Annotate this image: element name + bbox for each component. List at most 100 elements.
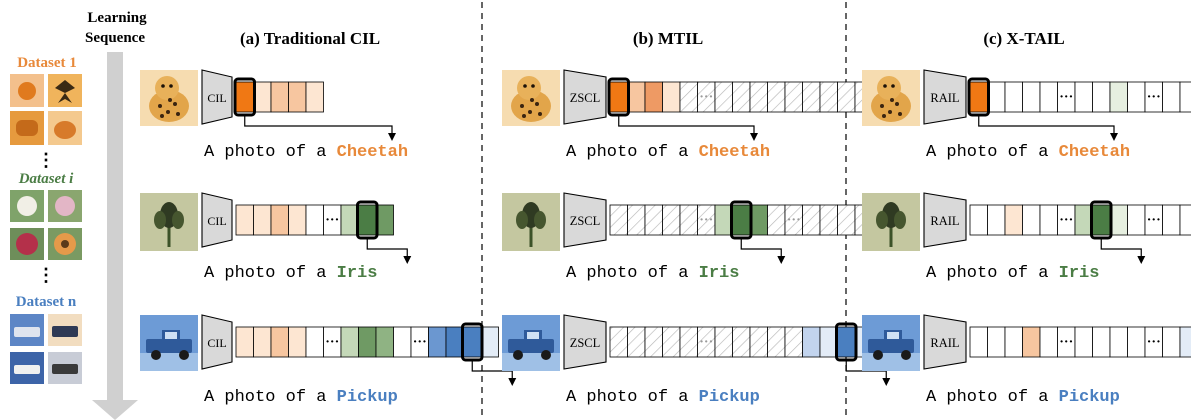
prototype-cell (288, 326, 307, 358)
sequence-title-line2: Sequence (85, 30, 145, 46)
feature-strip-p1-r1 (233, 77, 324, 117)
prototype-cell (767, 81, 786, 113)
prototype-cell (288, 204, 307, 236)
prototype-cell (662, 204, 681, 236)
dataset-ellipsis-2: ⋮ (37, 265, 55, 285)
dataset-1-thumbnails (10, 74, 82, 145)
photo-cheetah-p3 (862, 70, 920, 126)
class-name: Pickup (1059, 388, 1120, 407)
photo-cheetah-p1 (140, 70, 198, 126)
panel-a-title: (a) Traditional CIL (240, 29, 380, 48)
ellipsis-cell: ··· (1147, 90, 1161, 105)
prototype-cell (253, 204, 272, 236)
prototype-cell (375, 204, 394, 236)
panel-b-title: (b) MTIL (633, 29, 703, 48)
prototype-cell (679, 81, 698, 113)
caption-prefix: A photo of a (926, 388, 1059, 407)
caption-pickup: A photo of a Pickup (566, 388, 760, 407)
encoder-label: ZSCL (570, 214, 601, 228)
ellipsis-cell: ··· (1059, 335, 1073, 350)
prototype-cell (358, 204, 377, 236)
caption-prefix: A photo of a (926, 143, 1059, 162)
routing-arrow (1100, 238, 1146, 264)
prototype-cell (969, 204, 988, 236)
photo-cheetah-p2 (502, 70, 560, 126)
prototype-cell (235, 326, 254, 358)
prototype-cell (393, 326, 412, 358)
class-name: Iris (1059, 264, 1100, 283)
prototype-cell (819, 81, 838, 113)
ellipsis-cell: ··· (699, 335, 713, 350)
prototype-cell (1179, 204, 1191, 236)
class-name: Cheetah (337, 143, 408, 162)
prototype-cell (987, 204, 1006, 236)
encoder-label: RAIL (930, 336, 959, 350)
feature-strip-p2-r3: ··· (609, 322, 873, 362)
prototype-cell (662, 81, 681, 113)
prototype-cell (732, 326, 751, 358)
prototype-cell (837, 326, 856, 358)
prototype-cell (270, 204, 289, 236)
ellipsis-cell: ··· (325, 335, 339, 350)
prototype-cell (1074, 204, 1093, 236)
prototype-cell (235, 204, 254, 236)
encoder-zscl-r1 (563, 69, 607, 125)
prototype-cell (627, 204, 646, 236)
caption-cheetah: A photo of a Cheetah (926, 143, 1130, 162)
sequence-title-line1: Learning (87, 10, 147, 26)
ellipsis-cell: ··· (699, 90, 713, 105)
ellipsis-cell: ··· (413, 335, 427, 350)
prototype-cell (1074, 81, 1093, 113)
class-name: Cheetah (1059, 143, 1130, 162)
prototype-cell (1092, 204, 1111, 236)
feature-strip-p2-r1: ··· (607, 77, 873, 117)
photo-pickup-p3 (862, 315, 920, 371)
prototype-cell (1039, 326, 1058, 358)
panel-c-title: (c) X-TAIL (983, 29, 1064, 48)
prototype-cell (1004, 81, 1023, 113)
prototype-cell (1109, 81, 1128, 113)
prototype-cell (1039, 204, 1058, 236)
prototype-cell (969, 81, 988, 113)
caption-prefix: A photo of a (204, 143, 337, 162)
caption-prefix: A photo of a (204, 388, 337, 407)
caption-iris: A photo of a Iris (566, 264, 739, 283)
prototype-cell (305, 81, 324, 113)
prototype-cell (1092, 326, 1111, 358)
dataset-i-label: Dataset i (18, 171, 74, 187)
prototype-cell (1179, 326, 1191, 358)
prototype-cell (340, 204, 359, 236)
feature-strip-p1-r3: ··· ··· (235, 322, 499, 362)
prototype-cell (749, 81, 768, 113)
routing-arrow (366, 238, 412, 264)
prototype-cell (609, 326, 628, 358)
caption-prefix: A photo of a (566, 264, 699, 283)
encoder-rail-r1 (923, 69, 967, 125)
prototype-cell (784, 326, 803, 358)
prototype-cell (375, 326, 394, 358)
prototype-cell (784, 81, 803, 113)
encoder-label: CIL (207, 91, 226, 105)
encoder-label: CIL (207, 336, 226, 350)
caption-iris: A photo of a Iris (204, 264, 377, 283)
prototype-cell (1162, 81, 1181, 113)
prototype-cell (767, 326, 786, 358)
feature-strip-p3-r2: ······ (969, 200, 1191, 240)
prototype-cell (1004, 204, 1023, 236)
caption-prefix: A photo of a (204, 264, 337, 283)
caption-prefix: A photo of a (566, 388, 699, 407)
prototype-cell (1004, 326, 1023, 358)
prototype-cell (969, 326, 988, 358)
encoder-label: CIL (207, 214, 226, 228)
encoder-label: ZSCL (570, 91, 601, 105)
ellipsis-cell: ··· (325, 213, 339, 228)
caption-pickup: A photo of a Pickup (926, 388, 1120, 407)
encoder-cil-r1 (201, 69, 233, 125)
prototype-cell (270, 326, 289, 358)
prototype-cell (802, 81, 821, 113)
prototype-cell (305, 204, 324, 236)
prototype-cell (767, 204, 786, 236)
ellipsis-cell: ··· (699, 213, 713, 228)
